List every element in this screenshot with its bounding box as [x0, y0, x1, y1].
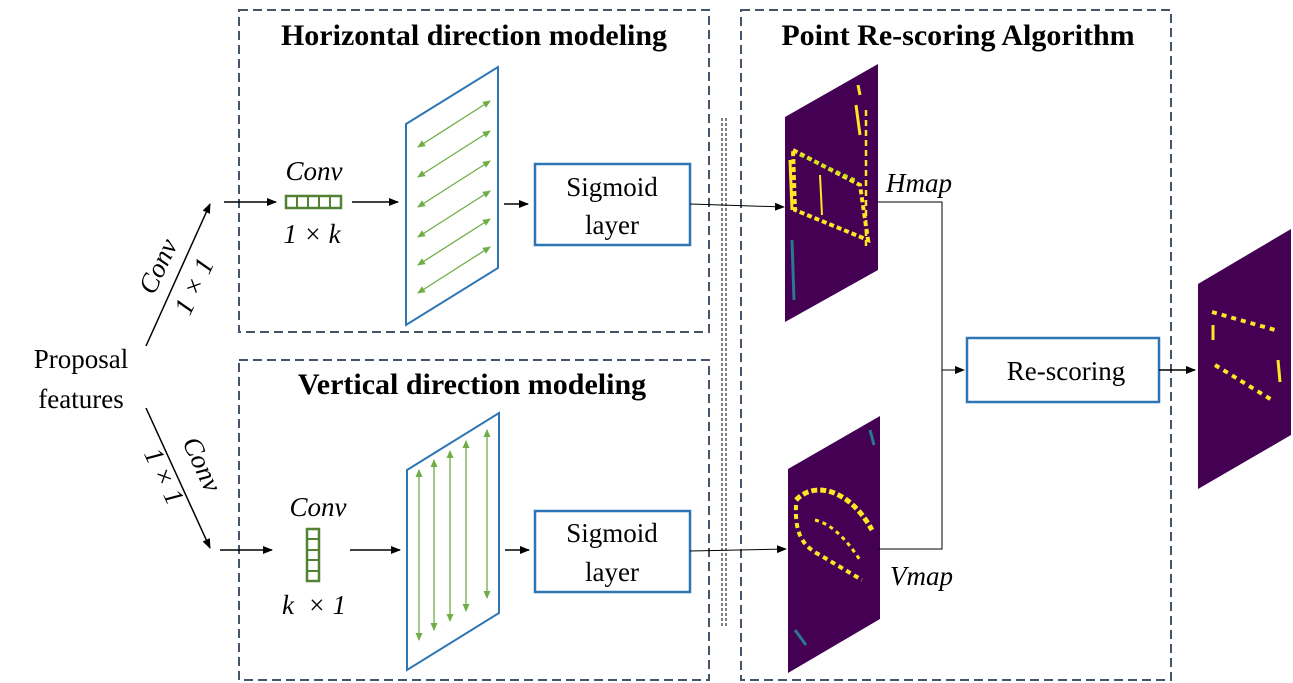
v-sigmoid-label-line1: Sigmoid [566, 518, 658, 548]
hmap-image [785, 64, 878, 322]
vmap-label: Vmap [890, 561, 953, 591]
h-kernel-label: 1 × k [283, 219, 341, 249]
h-kernel-icon [284, 194, 343, 210]
rescoring-panel [740, 9, 1172, 681]
h-sigmoid-label-line2: layer [585, 210, 639, 240]
horizontal-panel [238, 9, 710, 333]
v-conv-label: Conv [290, 492, 347, 522]
hmap-connector [878, 201, 943, 550]
input-label-line1: Proposal [34, 344, 129, 374]
h-conv-label: Conv [286, 156, 343, 186]
h-feature-plane [405, 65, 499, 327]
vertical-panel-title: Vertical direction modeling [298, 368, 646, 401]
vmap-image [788, 416, 880, 673]
input-label-line2: features [38, 384, 123, 414]
v-sigmoid-box [533, 509, 692, 594]
lower-branch-arrow [145, 407, 211, 549]
rescoring-label: Re-scoring [1007, 356, 1125, 386]
rescoring-box [965, 336, 1161, 404]
v-kernel-icon [305, 527, 321, 583]
upper-branch-arrow [145, 203, 211, 347]
rescoring-panel-title: Point Re-scoring Algorithm [781, 19, 1134, 52]
v-sigmoid-arrow [689, 545, 787, 554]
vertical-panel [238, 359, 710, 681]
v-feature-plane [406, 411, 500, 672]
h-sigmoid-arrow [689, 202, 785, 211]
hmap-label: Hmap [885, 168, 952, 198]
output-map-image [1198, 229, 1291, 489]
v-kernel-label: k × 1 [282, 590, 346, 620]
horizontal-panel-title: Horizontal direction modeling [281, 19, 667, 52]
h-sigmoid-label-line1: Sigmoid [566, 172, 658, 202]
h-sigmoid-box [533, 162, 692, 247]
v-sigmoid-label-line2: layer [585, 557, 639, 587]
